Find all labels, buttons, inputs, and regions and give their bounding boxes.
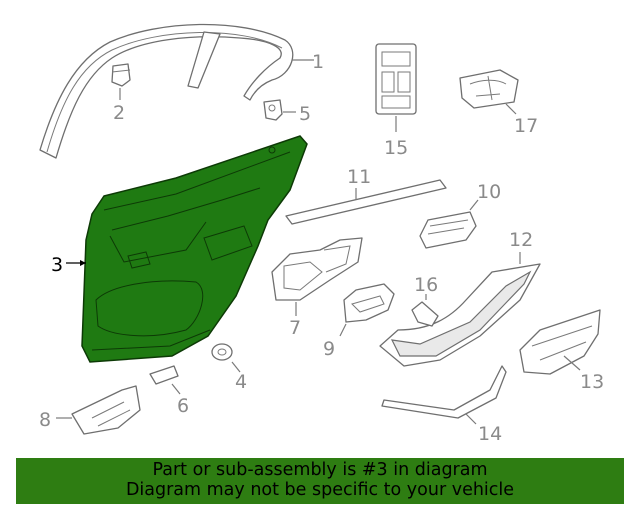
callout-8[interactable]: 8	[39, 409, 51, 431]
callout-5[interactable]: 5	[299, 103, 311, 125]
callout-15[interactable]: 15	[384, 137, 408, 159]
part-1-frame-molding	[39, 23, 294, 159]
callout-4[interactable]: 4	[235, 371, 247, 393]
part-3-door-trim-panel	[81, 135, 308, 363]
part-16-small-clip	[411, 301, 439, 327]
part-11-belt-strip	[285, 179, 447, 225]
part-4-grommet	[211, 343, 233, 361]
part-12-armrest-trim	[379, 263, 541, 367]
banner-line-2: Diagram may not be specific to your vehi…	[125, 480, 515, 500]
part-6-cap	[149, 365, 179, 385]
callout-10[interactable]: 10	[477, 181, 501, 203]
callout-13[interactable]: 13	[580, 371, 604, 393]
part-2-clip	[111, 63, 131, 87]
callout-3[interactable]: 3	[51, 254, 63, 276]
part-17-seat-switch	[459, 69, 519, 109]
callout-1[interactable]: 1	[312, 51, 324, 73]
callout-9[interactable]: 9	[323, 338, 335, 360]
banner-line-1: Part or sub-assembly is #3 in diagram	[152, 460, 488, 480]
part-7-handle-bezel	[271, 237, 363, 301]
callout-11[interactable]: 11	[347, 166, 371, 188]
callout-12[interactable]: 12	[509, 229, 533, 251]
part-5-bracket	[263, 99, 283, 121]
info-banner: Part or sub-assembly is #3 in diagram Di…	[16, 458, 624, 504]
part-13-pocket-trim	[519, 309, 601, 375]
part-10-lamp	[419, 211, 477, 249]
part-9-inner-handle	[343, 283, 395, 323]
callout-14[interactable]: 14	[478, 423, 502, 445]
part-8-lower-bracket	[71, 385, 141, 435]
callout-6[interactable]: 6	[177, 395, 189, 417]
part-14-lower-molding	[381, 365, 507, 419]
callout-7[interactable]: 7	[289, 317, 301, 339]
door-trim-panel-body	[81, 135, 308, 363]
parts-diagram: 1 2 5 15 17 3	[39, 23, 604, 445]
callout-17[interactable]: 17	[514, 115, 538, 137]
part-15-switch-module	[375, 43, 417, 115]
callout-2[interactable]: 2	[113, 102, 125, 124]
callout-16[interactable]: 16	[414, 274, 438, 296]
